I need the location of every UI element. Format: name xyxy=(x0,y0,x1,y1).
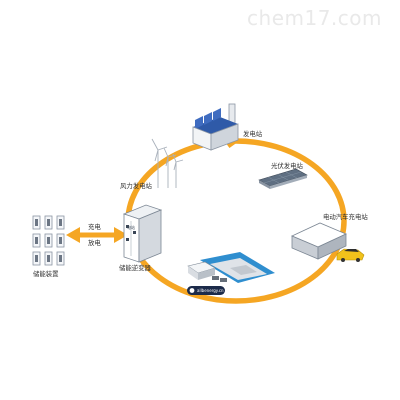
wind-turbines xyxy=(151,138,184,188)
charge-discharge-arrow xyxy=(66,227,128,243)
label-charge: 充电 xyxy=(88,223,101,231)
label-ev-station: 电动汽车充电站 xyxy=(323,213,368,221)
label-storage-device: 储能装置 xyxy=(33,270,59,278)
label-solar-station: 光伏发电站 xyxy=(271,162,303,170)
label-discharge: 放电 xyxy=(88,239,101,247)
badge-text: allbenergy.cn xyxy=(197,288,224,293)
solar-panels xyxy=(258,168,308,189)
label-inverter: 储能逆变器 xyxy=(119,264,151,272)
label-power-plant: 发电站 xyxy=(243,130,263,138)
brand-badge xyxy=(187,286,225,295)
power-plant xyxy=(192,103,239,151)
electric-car xyxy=(336,248,365,262)
label-wind-station: 风力发电站 xyxy=(120,182,152,190)
storage-devices xyxy=(32,215,65,266)
ev-charging-station xyxy=(291,222,347,260)
watermark: chem17.com xyxy=(247,6,382,30)
inverter-cabinet xyxy=(122,204,163,263)
dock-facility xyxy=(187,252,275,283)
inverter-panel-text: 电站 xyxy=(127,225,135,230)
